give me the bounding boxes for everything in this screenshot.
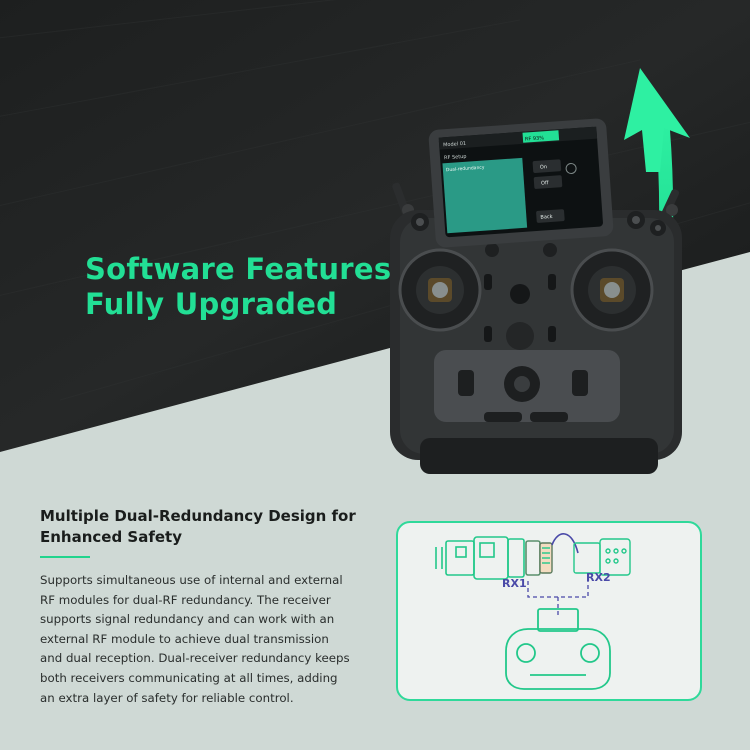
screen-back-button[interactable] <box>536 209 565 223</box>
rc-transmitter-image: Model 01 RF 93% RF Setup Dual-redundancy… <box>390 118 682 474</box>
safety-description: Supports simultaneous use of internal an… <box>40 573 350 705</box>
left-gimbal <box>398 248 482 332</box>
right-gimbal <box>570 248 654 332</box>
screen-option-off-label: Off <box>541 180 549 187</box>
rx1-label: RX1 <box>502 577 527 590</box>
headline-line-2: Fully Upgraded <box>85 287 338 321</box>
dual-redundancy-diagram-card: RX1 RX2 <box>396 521 702 701</box>
rx2-label: RX2 <box>586 571 611 584</box>
screen-model-label: Model 01 <box>443 141 466 149</box>
headline-line-1: Software Features <box>85 252 392 286</box>
screen-option-on-label: On <box>540 164 548 170</box>
arrow-head-icon <box>624 68 690 172</box>
screen-option-off-button[interactable] <box>533 175 563 189</box>
screen-selected-item: Dual-redundancy <box>446 164 485 173</box>
screen-settings-icon <box>565 162 577 174</box>
screen-menu-title: RF Setup <box>444 154 467 162</box>
screen-status-label: RF 93% <box>525 135 545 142</box>
screen-status-badge <box>522 130 560 143</box>
lower-controls <box>458 366 588 422</box>
screen-list-panel <box>442 157 528 234</box>
hero-headline: Software Features Fully Upgraded <box>85 252 391 322</box>
title-underline <box>40 556 90 558</box>
safety-title-line-2: Enhanced Safety <box>40 528 183 546</box>
dashed-connection-lines <box>527 581 589 615</box>
screen-option-on-button[interactable] <box>532 159 562 173</box>
dual-redundancy-diagram: RX1 RX2 <box>435 533 631 690</box>
rx-link-cable <box>551 533 579 554</box>
center-buttons <box>484 274 556 350</box>
safety-section-title: Multiple Dual-Redundancy Design for Enha… <box>40 506 360 548</box>
transmitter-outline-icon <box>505 608 611 690</box>
rx1-receiver-icon <box>539 542 553 574</box>
controller-screen: Model 01 RF 93% RF Setup Dual-redundancy… <box>438 126 603 238</box>
rf-module-icon <box>435 536 541 580</box>
safety-title-line-1: Multiple Dual-Redundancy Design for <box>40 507 356 525</box>
rx2-receiver-icon <box>573 538 631 576</box>
screen-back-label: Back <box>540 214 553 221</box>
controller-base <box>420 438 658 474</box>
